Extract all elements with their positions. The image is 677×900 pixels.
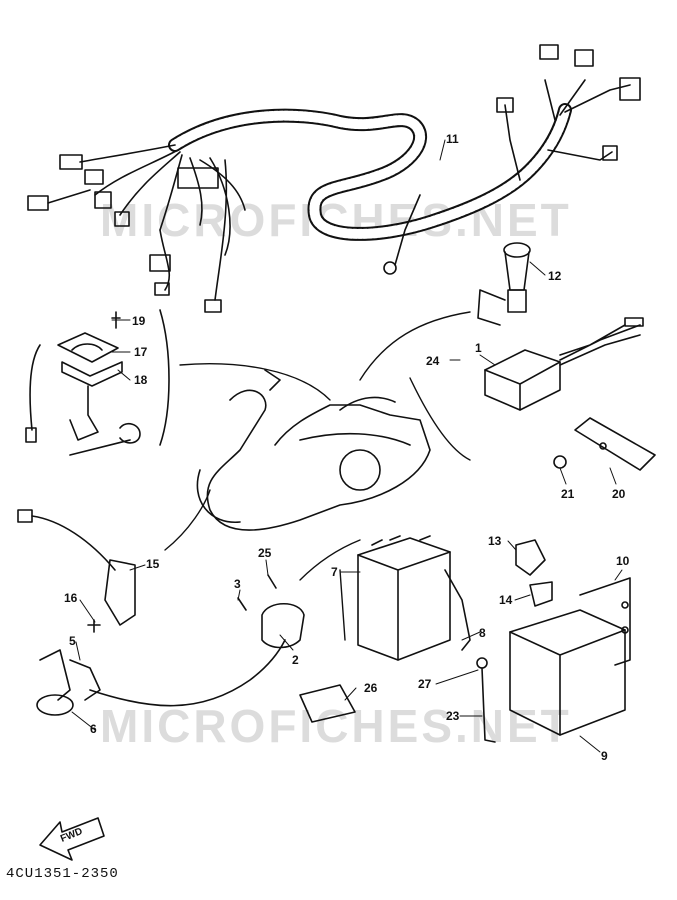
callout-21: 21: [561, 487, 575, 501]
part-12-switch: [477, 242, 531, 326]
part-15-16-relay: [17, 509, 136, 633]
callout-19: 19: [132, 314, 146, 328]
callout-11: 11: [446, 132, 459, 146]
part-17-18-sensor: [25, 309, 170, 456]
scooter-outline: [196, 369, 431, 531]
callout-9: 9: [601, 749, 608, 763]
part-9-battery-box: [509, 539, 631, 736]
callouts: 1 2 3 5 6 7 8 9 10 11 12 13 14 15 16 17 …: [64, 132, 630, 763]
location-arrows: [164, 311, 471, 641]
callout-10: 10: [616, 554, 630, 568]
callout-12: 12: [548, 269, 562, 283]
callout-2: 2: [292, 653, 299, 667]
callout-14: 14: [499, 593, 513, 607]
callout-17: 17: [134, 345, 148, 359]
callout-5: 5: [69, 634, 76, 648]
callout-13: 13: [488, 534, 502, 548]
part-26-27-23-misc: [299, 657, 496, 743]
fwd-arrow-icon: [39, 817, 105, 861]
callout-27: 27: [418, 677, 432, 691]
part-2-coil-and-cap: [36, 574, 305, 716]
callout-3: 3: [234, 577, 241, 591]
callout-20: 20: [612, 487, 626, 501]
callout-25: 25: [258, 546, 272, 560]
callout-26: 26: [364, 681, 378, 695]
callout-8: 8: [479, 626, 486, 640]
reference-code: 4CU1351-2350: [6, 866, 119, 882]
callout-23: 23: [446, 709, 460, 723]
callout-15: 15: [146, 557, 160, 571]
wire-harness: [27, 44, 641, 313]
leader-lines: [71, 139, 623, 753]
part-1-unit: [484, 317, 644, 411]
callout-16: 16: [64, 591, 78, 605]
part-20-reflector: [553, 417, 656, 471]
callout-6: 6: [90, 722, 97, 736]
callout-1: 1: [475, 341, 482, 355]
fwd-label: FWD: [59, 826, 84, 845]
watermark-bottom: MICROFICHES.NET: [100, 700, 572, 752]
part-7-battery: [357, 535, 471, 661]
callout-24: 24: [426, 354, 440, 368]
callout-7: 7: [331, 565, 338, 579]
callout-18: 18: [134, 373, 148, 387]
